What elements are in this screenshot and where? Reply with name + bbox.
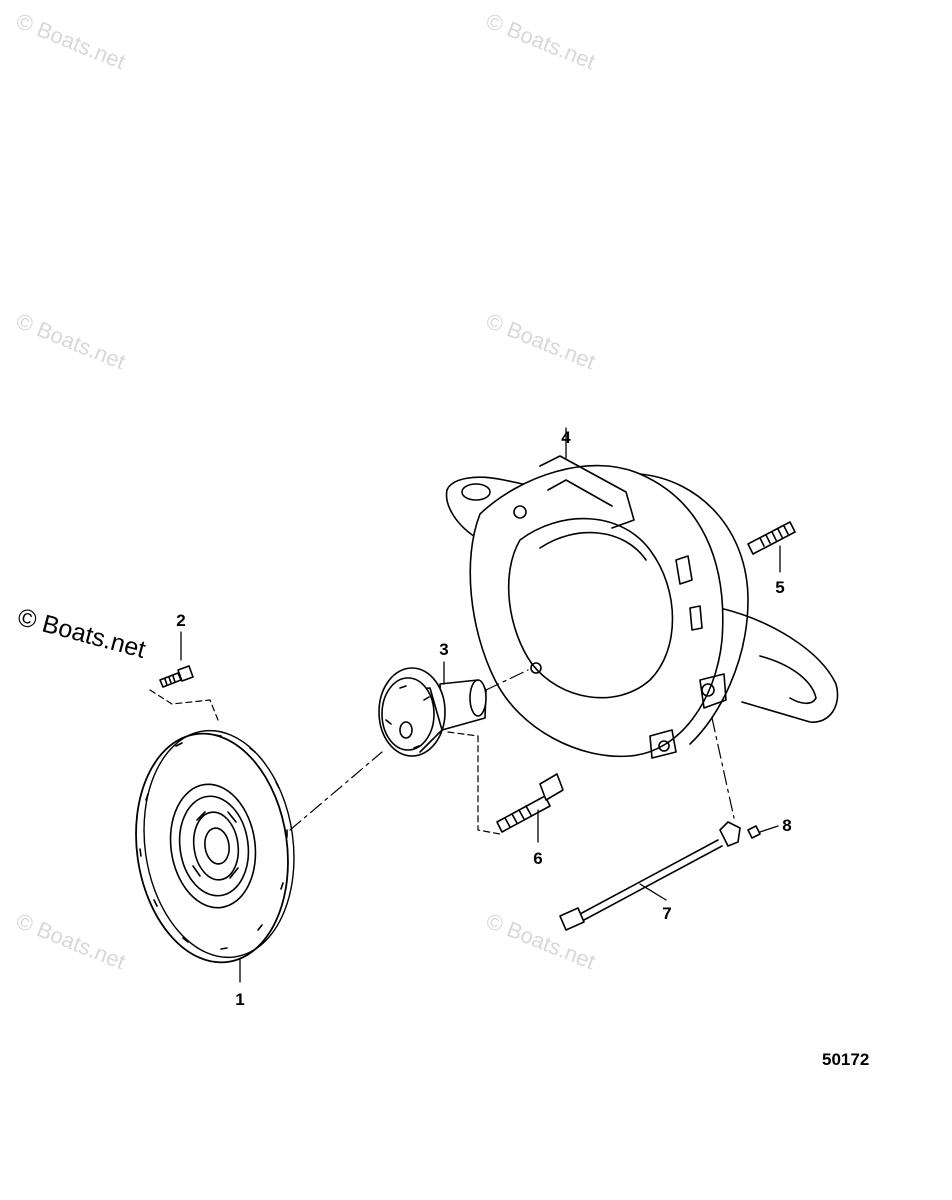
callout-5: 5: [775, 578, 785, 597]
bolt-large: [496, 773, 564, 833]
flywheel-housing: [445, 455, 839, 759]
stud: [747, 521, 796, 555]
callout-2: 2: [176, 611, 186, 630]
alignment-lines-short: [149, 689, 501, 835]
bolt-small: [159, 665, 194, 688]
callout-7: 7: [662, 904, 672, 923]
callout-3: 3: [439, 640, 449, 659]
figure-number: 50172: [822, 1050, 870, 1069]
callout-4: 4: [561, 428, 571, 447]
callout-6: 6: [533, 849, 543, 868]
callout-1: 1: [235, 990, 245, 1009]
leader-lines: [180, 427, 781, 983]
screw: [747, 825, 761, 839]
flywheel-disc: [135, 729, 295, 964]
drive-hub: [378, 667, 487, 757]
callout-8: 8: [782, 816, 792, 835]
speed-sensor: [559, 821, 741, 931]
alignment-lines: [289, 669, 735, 831]
